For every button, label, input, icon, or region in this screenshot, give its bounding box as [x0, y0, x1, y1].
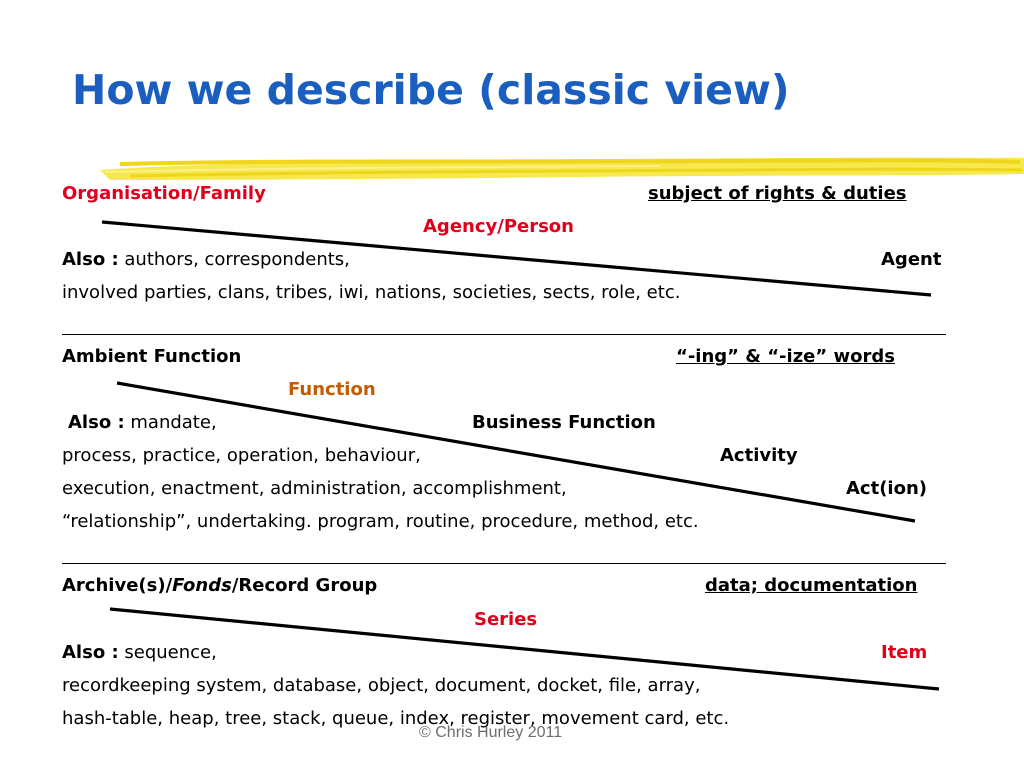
- involved-parties-line: involved parties, clans, tribes, iwi, na…: [62, 282, 681, 303]
- yellow-brush-stroke: [100, 157, 1024, 180]
- data-documentation-heading: data; documentation: [705, 575, 918, 596]
- section-divider-2: [62, 563, 946, 564]
- recordkeeping-system-line: recordkeeping system, database, object, …: [62, 675, 701, 696]
- execution-enactment-line: execution, enactment, administration, ac…: [62, 478, 567, 499]
- item-label: Item: [881, 642, 928, 663]
- also-authors-line: Also : authors, correspondents,: [62, 249, 350, 271]
- series-label: Series: [474, 609, 538, 630]
- action-label: Act(ion): [846, 478, 928, 499]
- section-divider-1: [62, 334, 946, 335]
- record-group-text: /Record Group: [231, 575, 378, 596]
- ambient-function-heading: Ambient Function: [62, 346, 242, 367]
- also-sequence-line: Also : sequence,: [62, 642, 217, 664]
- also-sequence-text: sequence,: [118, 642, 217, 663]
- subject-of-rights-heading: subject of rights & duties: [648, 183, 907, 204]
- also-authors-text: authors, correspondents,: [118, 249, 350, 270]
- copyright-footer: © Chris Hurley 2011: [419, 724, 563, 741]
- ing-ize-words-heading: “-ing” & “-ize” words: [676, 346, 895, 367]
- business-function-label: Business Function: [472, 412, 656, 433]
- relationship-undertaking-line: “relationship”, undertaking. program, ro…: [62, 511, 699, 532]
- slide-title: How we describe (classic view): [72, 66, 790, 114]
- agency-person-label: Agency/Person: [423, 216, 574, 237]
- activity-label: Activity: [720, 445, 798, 466]
- also-mandate-text: mandate,: [124, 412, 217, 433]
- also-prefix: Also :: [68, 412, 125, 433]
- also-prefix: Also :: [62, 642, 119, 663]
- agent-label: Agent: [881, 249, 942, 270]
- archives-text: Archive(s)/: [62, 575, 173, 596]
- organisation-family-heading: Organisation/Family: [62, 183, 266, 204]
- archives-fonds-heading: Archive(s)/Fonds/Record Group: [62, 575, 377, 597]
- also-mandate-line: Also : mandate,: [68, 412, 217, 434]
- process-practice-line: process, practice, operation, behaviour,: [62, 445, 421, 466]
- hash-table-line: hash-table, heap, tree, stack, queue, in…: [62, 708, 730, 729]
- fonds-text: Fonds: [172, 575, 232, 596]
- also-prefix: Also :: [62, 249, 119, 270]
- function-label: Function: [288, 379, 376, 400]
